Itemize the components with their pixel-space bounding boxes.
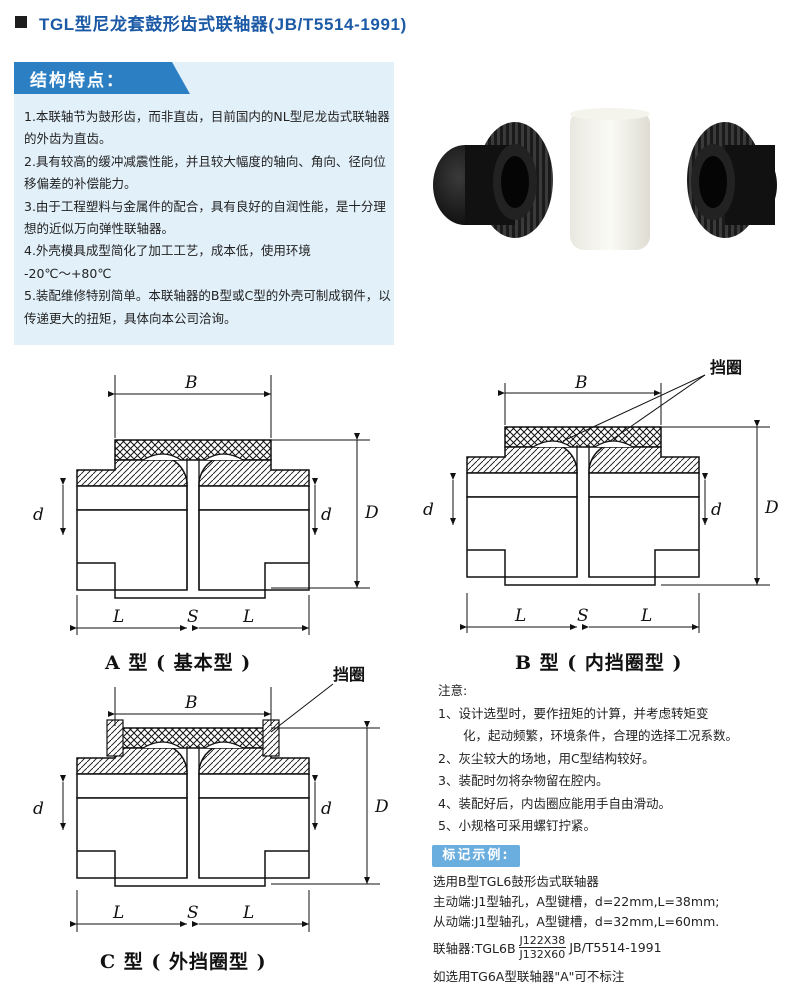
title-bullet-square xyxy=(15,16,27,28)
dim-label-b: B xyxy=(184,373,198,393)
features-heading-tab: 结构特点： xyxy=(14,62,190,94)
features-heading: 结构特点： xyxy=(30,71,125,91)
dim-label-d-right: d xyxy=(321,505,332,525)
feature-item: -20℃～+80℃ xyxy=(24,265,112,281)
page-header: TGL型尼龙套鼓形齿式联轴器(JB/T5514-1991) xyxy=(15,8,407,36)
dim-label-l-right: L xyxy=(242,903,254,923)
features-panel: 结构特点： 1.本联轴节为鼓形齿，而非直齿，目前国内的NL型尼龙齿式联轴器的外齿… xyxy=(14,62,394,345)
notes-title: 注意: xyxy=(438,683,468,698)
dim-label-s: S xyxy=(187,903,199,923)
right-hub-image xyxy=(687,122,777,238)
diagram-type-a: B d d D L S L xyxy=(33,373,379,635)
caption-type-b: B 型 ( 内挡圈型 ) xyxy=(515,652,683,674)
formula-numerator: J122X38 xyxy=(518,934,567,948)
notes-section: 注意: 1、设计选型时，要作扭矩的计算，并考虑转矩变 化，起动频繁，环境条件，合… xyxy=(438,680,788,838)
dim-label-d-left: d xyxy=(33,505,44,525)
features-tab-shape xyxy=(14,62,190,94)
page-title: TGL型尼龙套鼓形齿式联轴器(JB/T5514-1991) xyxy=(39,14,407,34)
dim-label-d-left: d xyxy=(33,799,44,819)
diagram-type-b: 挡圈 B d d D L S L xyxy=(423,358,779,633)
callout-retaining-ring-c: 挡圈 xyxy=(333,665,365,684)
note-item: 5、小规格可采用螺钉拧紧。 xyxy=(438,818,596,833)
note-item: 3、装配时勿将杂物留在腔内。 xyxy=(438,773,609,788)
caption-type-a: A 型 ( 基本型 ) xyxy=(105,652,252,674)
dim-label-outer-d: D xyxy=(364,503,379,523)
dim-label-b: B xyxy=(184,693,198,713)
dim-label-l-left: L xyxy=(112,607,124,627)
example-line: 选用B型TGL6鼓形齿式联轴器 xyxy=(433,874,599,889)
dim-label-d-right: d xyxy=(711,500,722,520)
dim-label-l-right: L xyxy=(242,607,254,627)
dim-label-s: S xyxy=(187,607,199,627)
feature-item: 1.本联轴节为鼓形齿，而非直齿，目前国内的NL型尼龙齿式联轴器的外齿为直齿。 xyxy=(24,109,390,147)
product-photo xyxy=(433,108,777,250)
example-line: 主动端:J1型轴孔，A型键槽，d=22mm,L=38mm; xyxy=(433,894,720,909)
note-item: 化，起动频繁，环境条件，合理的选择工况系数。 xyxy=(463,728,739,743)
left-hub-image xyxy=(433,122,553,238)
diagram-type-c: 挡圈 B d d D L S L xyxy=(33,665,389,932)
formula-prefix: 联轴器:TGL6B xyxy=(433,941,516,956)
example-line: 从动端:J1型轴孔，A型键槽，d=32mm,L=60mm. xyxy=(433,914,720,929)
note-item: 4、装配好后，内齿圈应能用手自由滑动。 xyxy=(438,795,671,811)
dim-label-outer-d: D xyxy=(764,498,779,518)
dim-label-l-left: L xyxy=(112,903,124,923)
dim-label-s: S xyxy=(577,606,589,626)
caption-type-c: C 型 ( 外挡圈型 ) xyxy=(100,951,267,973)
example-section: 选用B型TGL6鼓形齿式联轴器 主动端:J1型轴孔，A型键槽，d=22mm,L=… xyxy=(433,872,793,932)
example-formula: 联轴器:TGL6B J122X38 J132X60 JB/T5514-1991 xyxy=(433,934,662,961)
feature-item: 5.装配维修特别简单。本联轴器的B型或C型的外壳可制成钢件，以传递更大的扭矩，具… xyxy=(24,288,391,326)
feature-item: 2.具有较高的缓冲减震性能，并且较大幅度的轴向、角向、径向位移偏差的补偿能力。 xyxy=(24,153,386,192)
dim-label-b: B xyxy=(574,373,588,393)
feature-item: 3.由于工程塑料与金属件的配合，具有良好的自润性能，是十分理想的近似万向弹性联轴… xyxy=(24,198,386,237)
dim-label-d-right: d xyxy=(321,799,332,819)
dim-label-l-left: L xyxy=(514,606,526,626)
example-badge: 标记示例: xyxy=(432,845,520,867)
formula-denominator: J132X60 xyxy=(519,948,566,961)
note-item: 2、灰尘较大的场地，用C型结构较好。 xyxy=(438,750,655,766)
dim-label-outer-d: D xyxy=(374,797,389,817)
dim-label-l-right: L xyxy=(640,606,652,626)
nylon-sleeve-image xyxy=(570,108,650,250)
features-list: 1.本联轴节为鼓形齿，而非直齿，目前国内的NL型尼龙齿式联轴器的外齿为直齿。 2… xyxy=(24,106,392,330)
callout-retaining-ring-b: 挡圈 xyxy=(710,358,742,377)
feature-item: 4.外壳模具成型简化了加工工艺，成本低，使用环境 xyxy=(24,243,311,259)
dim-label-d-left: d xyxy=(423,500,434,520)
formula-suffix: JB/T5514-1991 xyxy=(569,940,662,955)
note-item: 1、设计选型时，要作扭矩的计算，并考虑转矩变 xyxy=(438,705,709,721)
formula-fraction: J122X38 J132X60 xyxy=(518,934,567,961)
example-footnote: 如选用TG6A型联轴器"A"可不标注 xyxy=(433,969,625,984)
